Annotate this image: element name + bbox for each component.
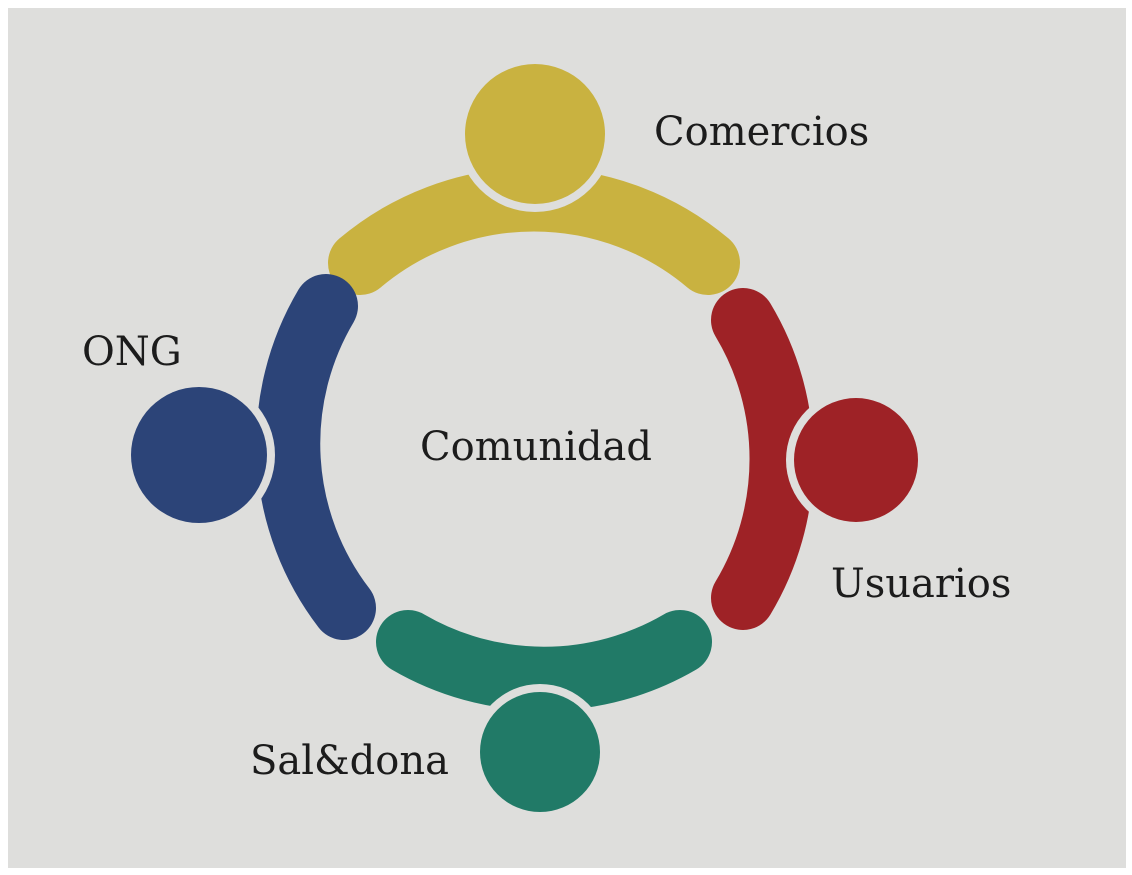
saldona-head xyxy=(480,692,600,812)
ong-head xyxy=(131,387,267,523)
label-usuarios: Usuarios xyxy=(831,561,1012,607)
center-label: Comunidad xyxy=(420,424,652,470)
label-saldona: Sal&dona xyxy=(250,738,449,784)
usuarios-head xyxy=(794,398,918,522)
diagram-canvas: Comercios ONG Comunidad Usuarios Sal&don… xyxy=(8,8,1126,868)
member-saldona xyxy=(376,610,712,820)
label-comercios: Comercios xyxy=(654,109,870,155)
ong-arm xyxy=(256,274,376,640)
saldona-arm xyxy=(376,610,712,711)
member-ong xyxy=(123,274,376,640)
comercios-head xyxy=(465,64,605,204)
member-comercios xyxy=(328,56,740,295)
label-ong: ONG xyxy=(82,329,182,375)
member-usuarios xyxy=(711,288,926,630)
community-circle-graphic xyxy=(123,56,926,820)
usuarios-arm xyxy=(711,288,814,630)
